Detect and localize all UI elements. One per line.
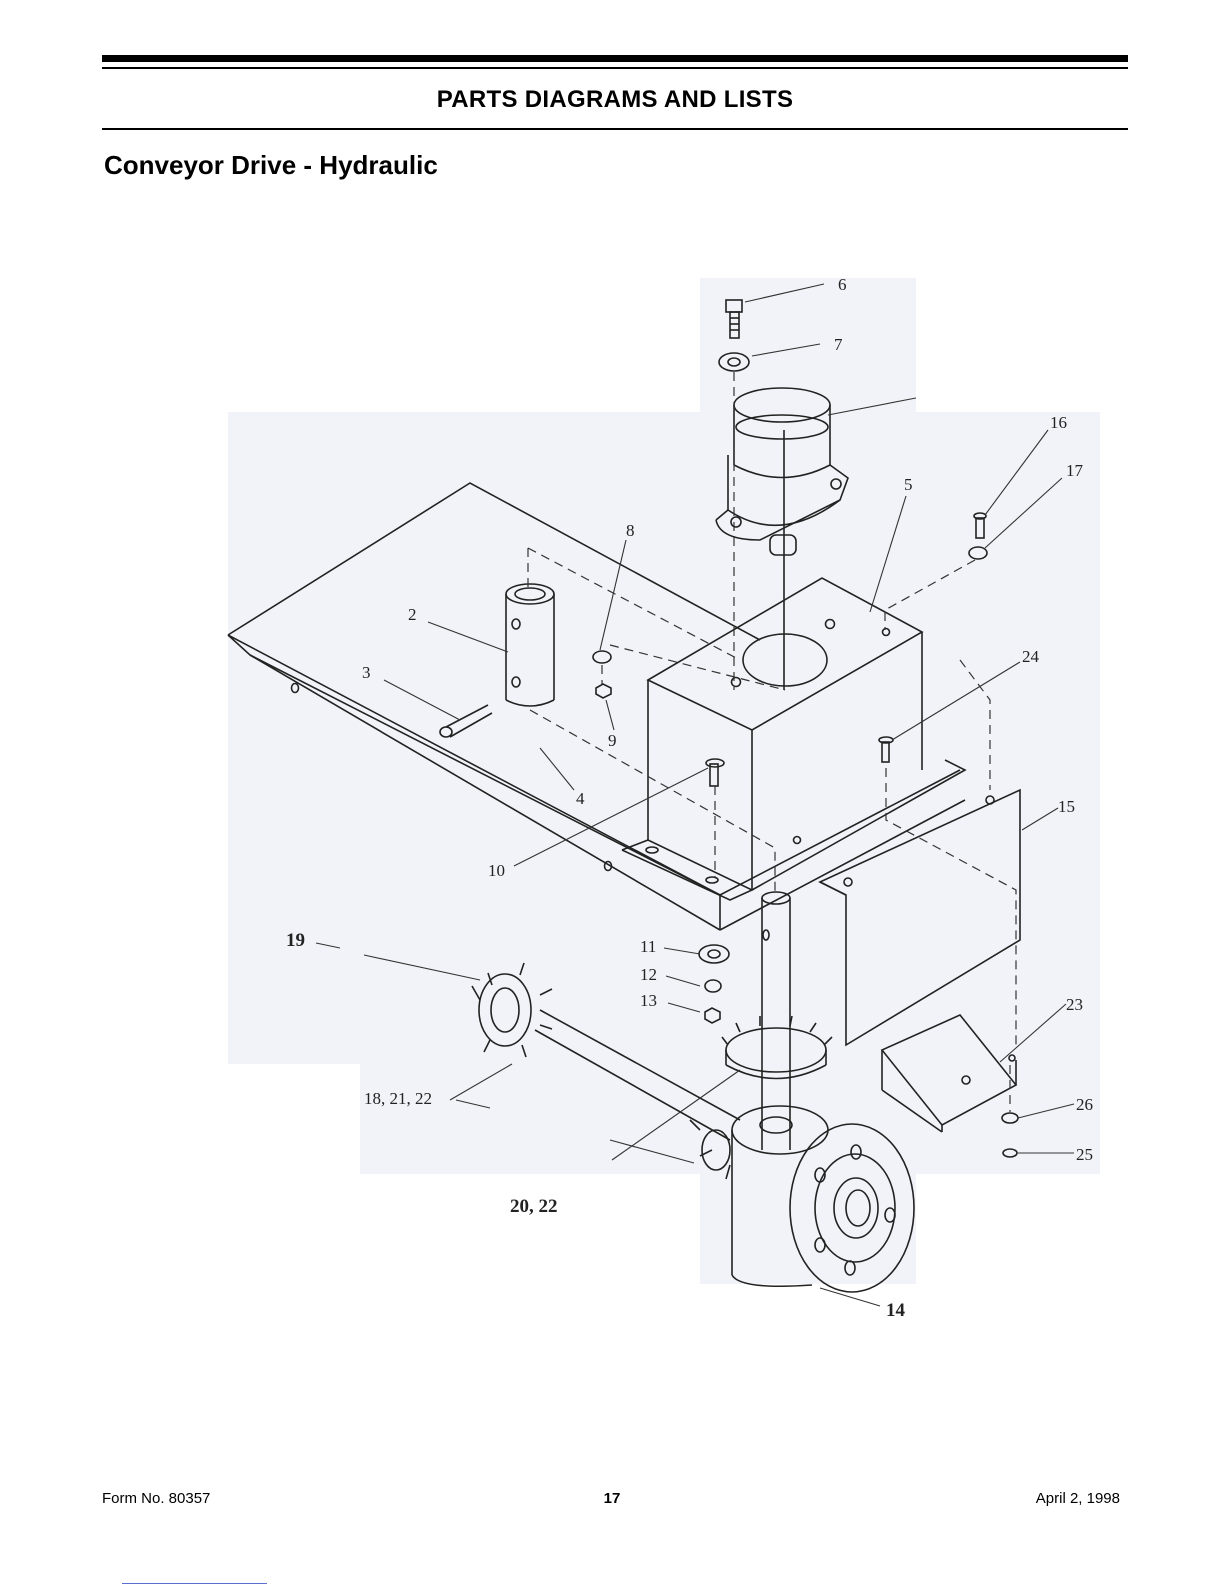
callout-25: 25 (1076, 1145, 1093, 1164)
callout-11: 11 (640, 937, 656, 956)
callout-19: 19 (286, 930, 305, 951)
footer-date: April 2, 1998 (1036, 1490, 1120, 1507)
callout-17: 17 (1066, 461, 1084, 480)
callout-20-22: 20, 22 (510, 1196, 558, 1217)
callout-26: 26 (1076, 1095, 1093, 1114)
callout-13: 13 (640, 991, 657, 1010)
diagram-background (228, 278, 1100, 1284)
callout-24: 24 (1022, 647, 1040, 666)
callout-2: 2 (408, 605, 417, 624)
callout-23: 23 (1066, 995, 1083, 1014)
callout-3: 3 (362, 663, 371, 682)
callout-10: 10 (488, 861, 505, 880)
callout-6: 6 (838, 275, 847, 294)
callout-9: 9 (608, 731, 617, 750)
callout-18-21-22: 18, 21, 22 (364, 1089, 432, 1108)
callout-4: 4 (576, 789, 585, 808)
callout-12: 12 (640, 965, 657, 984)
callout-14: 14 (886, 1300, 906, 1321)
callout-15: 15 (1058, 797, 1075, 816)
callout-7: 7 (834, 335, 843, 354)
callout-5: 5 (904, 475, 913, 494)
callout-16: 16 (1050, 413, 1067, 432)
callout-8: 8 (626, 521, 635, 540)
